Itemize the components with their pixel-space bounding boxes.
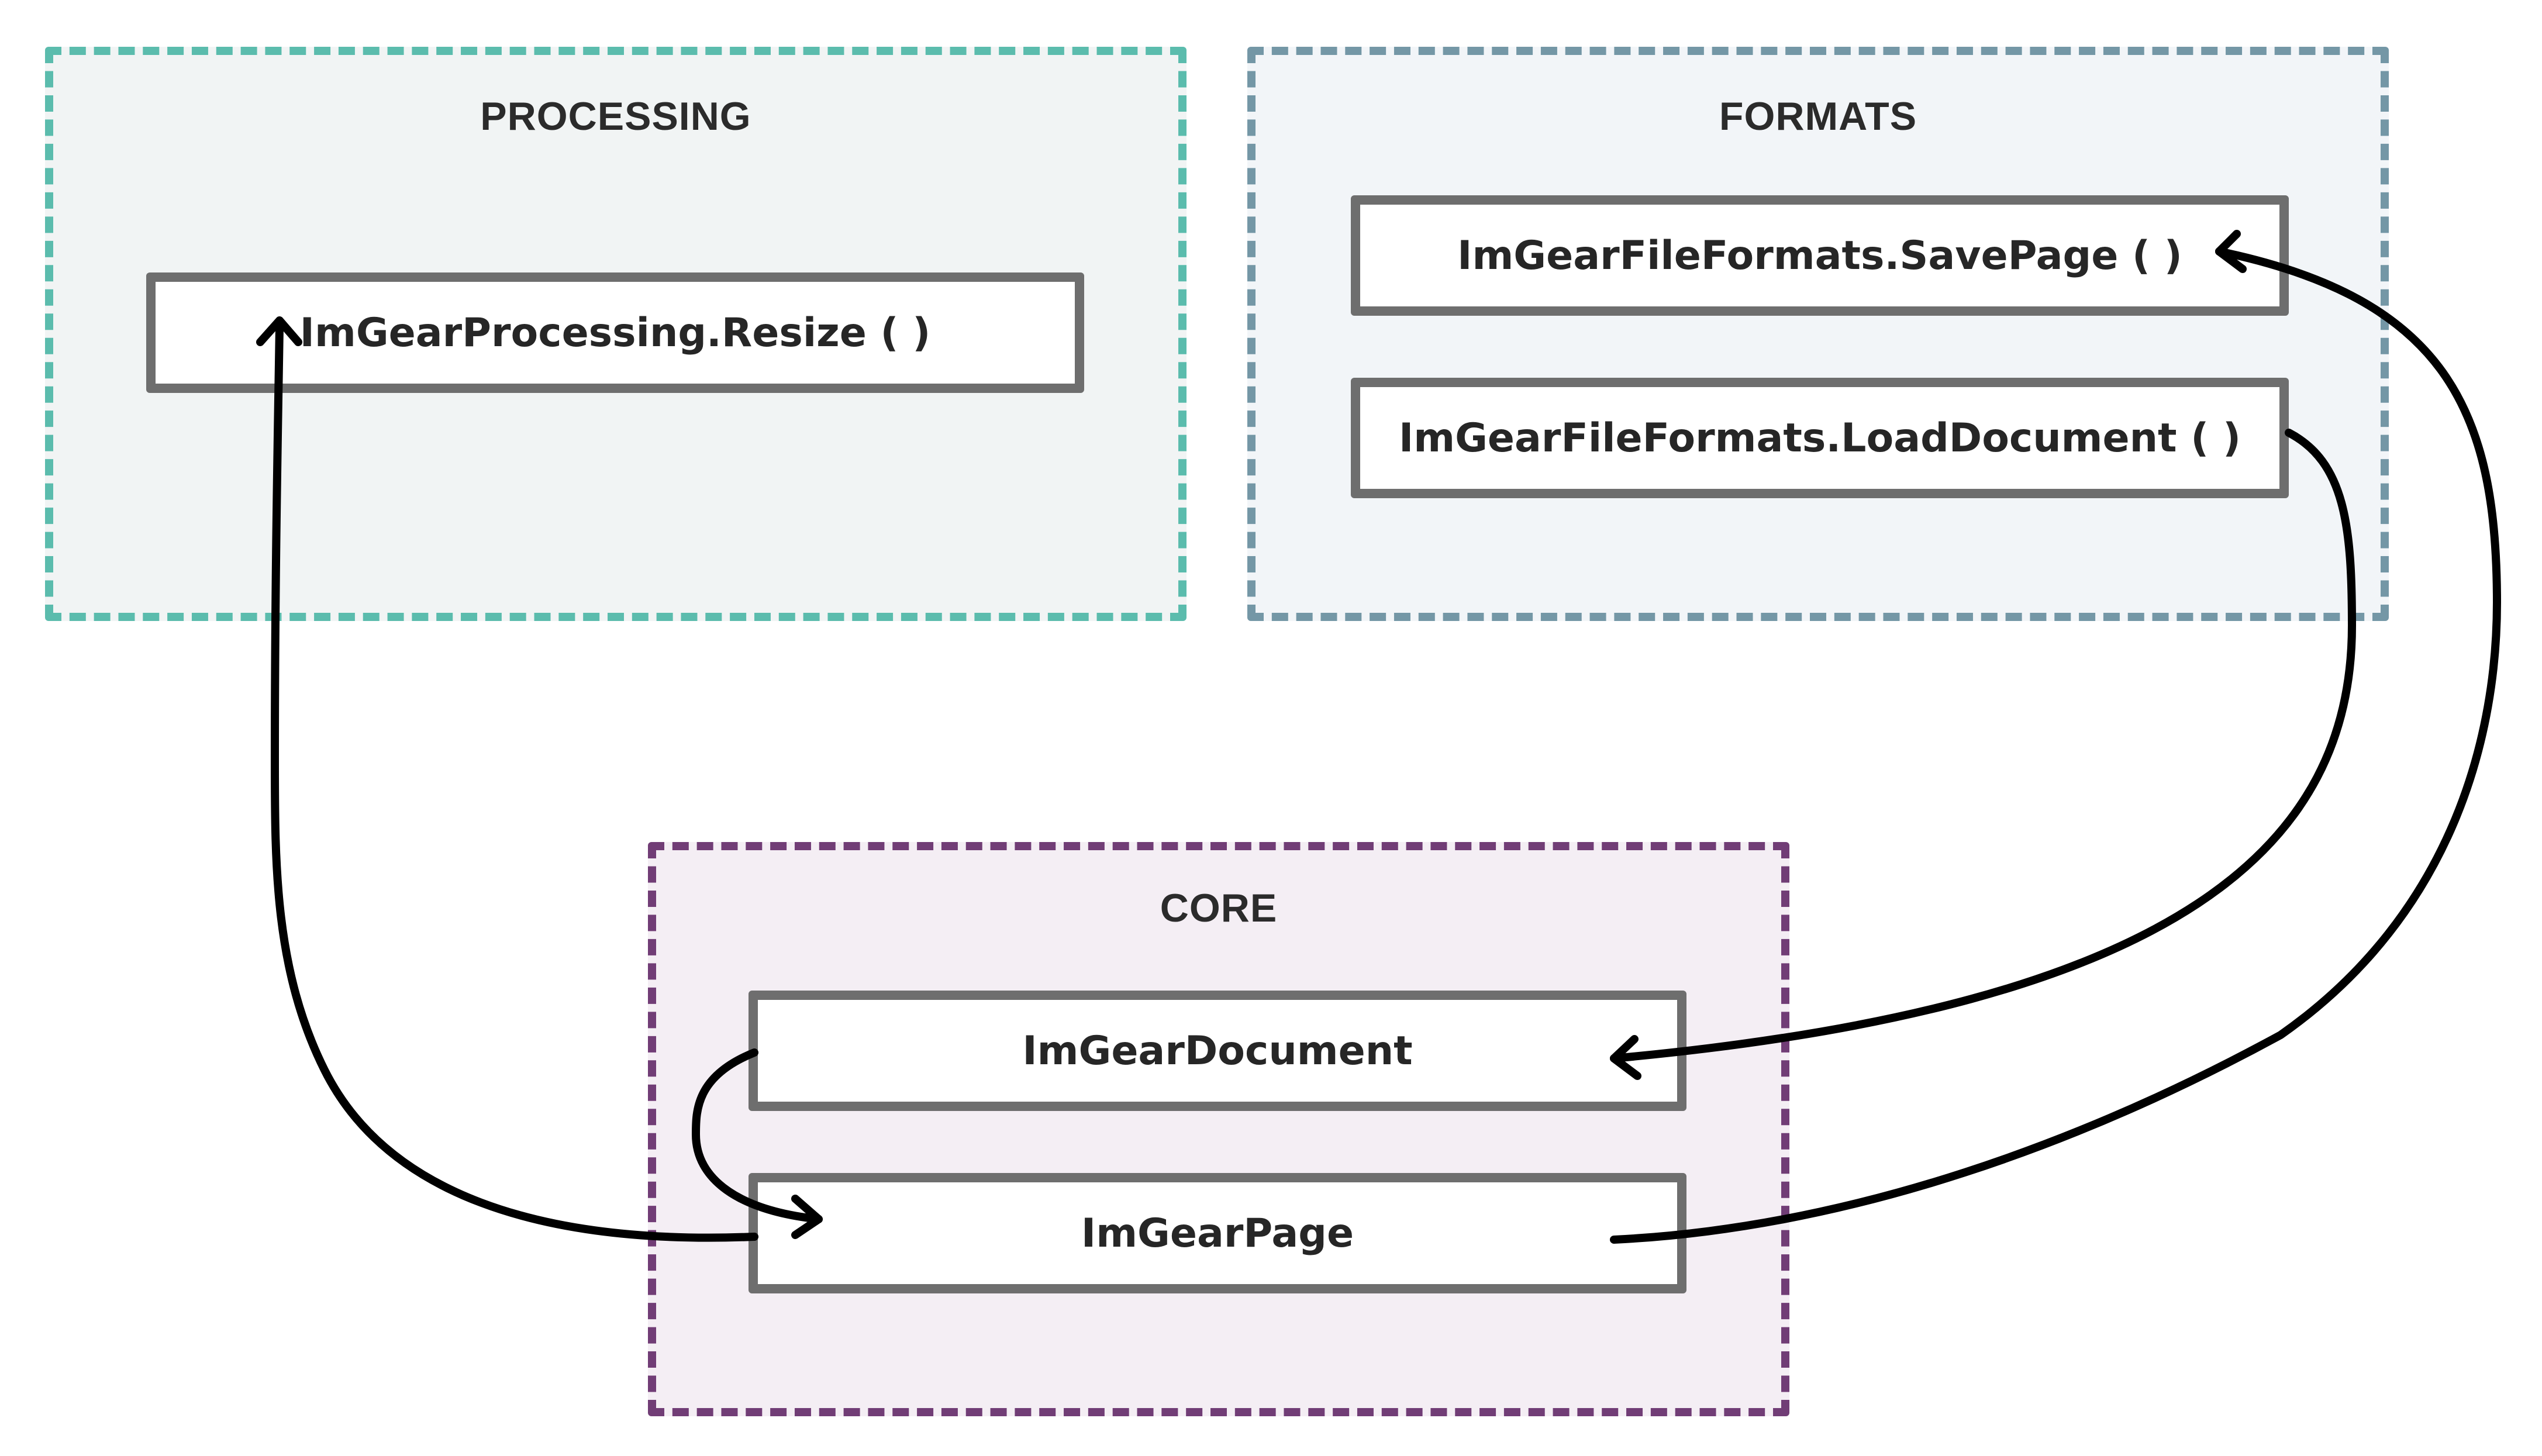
- save-page-node[interactable]: ImGearFileFormats.SavePage ( ): [1351, 195, 2289, 316]
- document-node-label: ImGearDocument: [1022, 1027, 1413, 1074]
- load-document-node-label: ImGearFileFormats.LoadDocument ( ): [1398, 415, 2241, 461]
- page-node[interactable]: ImGearPage: [749, 1173, 1686, 1293]
- core-group-title: CORE: [1160, 886, 1278, 930]
- save-page-node-label: ImGearFileFormats.SavePage ( ): [1457, 232, 2182, 279]
- processing-group-title: PROCESSING: [480, 94, 751, 139]
- resize-node-label: ImGearProcessing.Resize ( ): [299, 309, 931, 356]
- core-group: CORE: [648, 842, 1789, 1416]
- formats-group: FORMATS: [1247, 47, 2389, 621]
- resize-node[interactable]: ImGearProcessing.Resize ( ): [146, 272, 1084, 393]
- formats-group-title: FORMATS: [1719, 94, 1917, 139]
- page-node-label: ImGearPage: [1081, 1210, 1354, 1257]
- load-document-node[interactable]: ImGearFileFormats.LoadDocument ( ): [1351, 378, 2289, 498]
- document-node[interactable]: ImGearDocument: [749, 991, 1686, 1111]
